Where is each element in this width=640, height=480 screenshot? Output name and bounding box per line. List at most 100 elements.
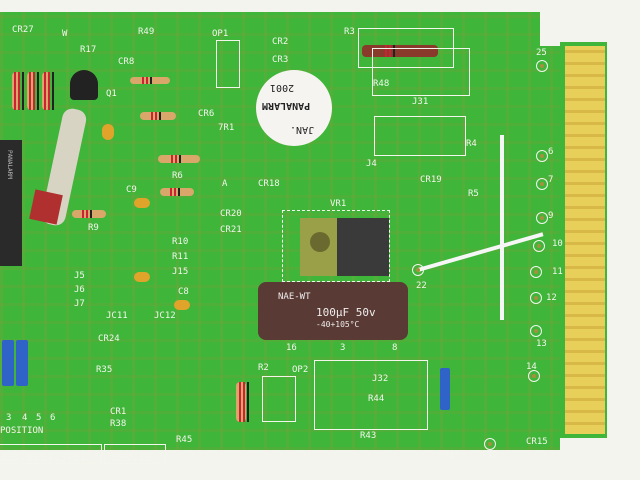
- label: R6: [172, 171, 183, 181]
- k1-relay-outline: [314, 360, 428, 430]
- label: OP1: [212, 29, 229, 39]
- label: R35: [96, 365, 113, 375]
- label: R5: [468, 189, 479, 199]
- pad: [530, 266, 542, 278]
- label: R2: [258, 363, 269, 373]
- position-number: 4: [22, 413, 28, 423]
- label: J5: [74, 271, 85, 281]
- label: CR1: [110, 407, 127, 417]
- integrated-circuit: [0, 140, 22, 266]
- resistor: [140, 112, 176, 120]
- resistor: [158, 155, 200, 163]
- label: CR14: [438, 451, 460, 461]
- date-sticker: [256, 70, 332, 146]
- r4-outline: [374, 116, 466, 156]
- label: A: [222, 179, 228, 189]
- pad: [530, 292, 542, 304]
- pad: [536, 178, 548, 190]
- pad: [536, 150, 548, 162]
- label: R3: [344, 27, 355, 37]
- cap-text-2: 100µF 50v: [316, 306, 376, 319]
- label: CR27: [12, 25, 34, 35]
- sticker-brand: PANALARM: [262, 100, 311, 111]
- pad-number: 3: [340, 343, 346, 353]
- pad: [412, 264, 424, 276]
- resistor: [160, 188, 194, 196]
- label: CR21: [220, 225, 242, 235]
- op2-outline: [262, 376, 296, 422]
- label: R48: [373, 79, 390, 89]
- label: CR8: [118, 57, 135, 67]
- transistor-q1: [70, 70, 98, 100]
- label: J6: [74, 285, 85, 295]
- ic-label: PANALARM: [6, 150, 13, 179]
- label: CR19: [420, 175, 442, 185]
- label: W: [62, 29, 68, 39]
- label: CR15: [526, 437, 548, 447]
- white-jumper-wire: [500, 135, 504, 320]
- pad-number: 9: [548, 211, 554, 221]
- pad-number: 13: [536, 339, 547, 349]
- label: OP2: [292, 365, 309, 375]
- pad: [528, 370, 540, 382]
- pad-number: 6: [548, 147, 554, 157]
- regulator-mounting-hole: [310, 232, 330, 252]
- resistor-r2: [236, 382, 246, 422]
- label: JC12: [154, 311, 176, 321]
- label-vr1: VR1: [330, 199, 347, 209]
- part-number-box: [0, 444, 102, 464]
- resistor: [72, 210, 106, 218]
- capacitor: [102, 124, 114, 140]
- pad-number: 11: [552, 267, 563, 277]
- pad-number: 22: [416, 281, 427, 291]
- resistor: [27, 72, 35, 110]
- pad-number: 7: [548, 175, 554, 185]
- capacitor-c5: [134, 272, 150, 282]
- label: CR24: [98, 334, 120, 344]
- voltage-regulator-vr1: [337, 218, 389, 276]
- board-part-number: 090-0031-3-01: [0, 451, 87, 464]
- sticker-year: 2001: [270, 82, 295, 93]
- vr1-outline: [282, 210, 390, 282]
- pad-number: 12: [546, 293, 557, 303]
- position-number: 3: [6, 413, 12, 423]
- blue-jumper: [2, 340, 14, 386]
- label: R45: [176, 435, 193, 445]
- pad: [536, 60, 548, 72]
- label: R17: [80, 45, 97, 55]
- label: J31: [412, 97, 429, 107]
- pad-number: 16: [286, 343, 297, 353]
- pad: [530, 325, 542, 337]
- gold-edge-connector: [565, 46, 605, 434]
- pad-number: 14: [526, 362, 537, 372]
- electrolytic-capacitor-c2: [258, 282, 408, 340]
- pad: [533, 240, 545, 252]
- label: R38: [110, 419, 127, 429]
- op1-outline: [216, 40, 240, 88]
- pad: [536, 212, 548, 224]
- pad-number: 8: [392, 343, 398, 353]
- label: R9: [88, 223, 99, 233]
- label: C8: [178, 287, 189, 297]
- label: JC11: [106, 311, 128, 321]
- label: J15: [172, 267, 189, 277]
- label: R11: [172, 252, 189, 262]
- pad-number: 25: [536, 48, 547, 58]
- pad-number: 20: [487, 451, 498, 461]
- label: R10: [172, 237, 189, 247]
- position-number: 6: [50, 413, 56, 423]
- revision-box: [104, 444, 166, 464]
- position-number: 5: [36, 413, 42, 423]
- blue-jumper-j27: [440, 368, 450, 410]
- resistor: [12, 72, 20, 110]
- label: CR2: [272, 37, 289, 47]
- blue-jumper: [16, 340, 28, 386]
- label: CR3: [272, 55, 289, 65]
- label: C9: [126, 185, 137, 195]
- sticker-month: JAN.: [290, 124, 315, 135]
- r48-outline: [372, 48, 470, 96]
- label: CR20: [220, 209, 242, 219]
- label: J7: [74, 299, 85, 309]
- capacitor-c9: [134, 198, 150, 208]
- label: R44: [368, 394, 385, 404]
